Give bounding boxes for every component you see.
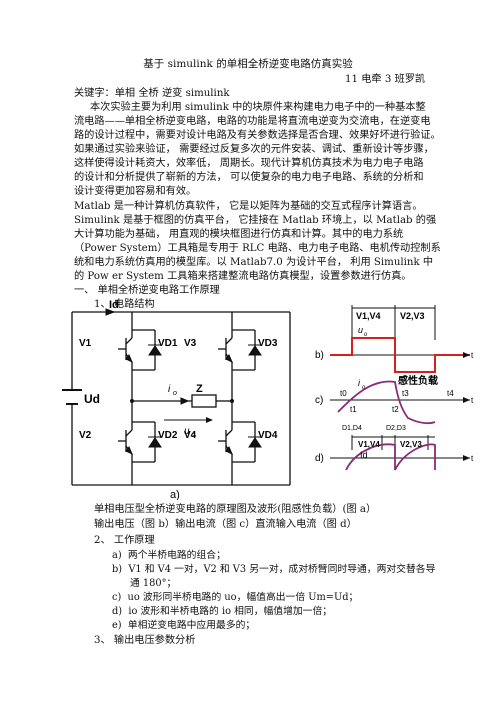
figure-caption-1: 单相电压型全桥逆变电路的原理图及波形(阻感性负载）(图 a） [94, 504, 377, 515]
doc-title: 基于 simulink 的单相全桥逆变电路仿真实验 [143, 58, 353, 70]
author-line: 11 电牵 3 班罗凯 [345, 74, 426, 85]
list-item: c) uo 波形同半桥电路的 uo，幅值高出一倍 Um=Ud； [112, 591, 358, 604]
p2-line: 统和电力系统仿真用的模型库。以 Matlab7.0 为设计平台， 利用 Simu… [74, 257, 434, 268]
waveform-diagram: V1,V4 V2,V3 u o b) t i o 感性负载 c) t t0 t1… [315, 305, 474, 471]
wave-uo-sub: o [364, 332, 368, 338]
wave-label-d: d) [315, 453, 324, 464]
wave-label-b: b) [315, 350, 324, 361]
label-VD3: VD3 [258, 338, 278, 349]
figure-caption-2: 输出电压（图 b）输出电流（图 c）直流输入电流（图 d） [94, 519, 357, 530]
wave-t-c: t [471, 396, 474, 405]
wave-v23: V2,V3 [400, 440, 422, 449]
list-text: 单相逆变电路中应用最多的； [127, 620, 256, 631]
wave-t4: t4 [447, 389, 454, 398]
list-item: d) io 波形和半桥电路的 io 相同，幅值增加一倍； [112, 605, 332, 618]
wave-d23: D2,D3 [386, 425, 406, 432]
wave-head-v23: V2,V3 [400, 311, 425, 321]
p2-line: （Power System）工具箱是专用于 RLC 电路、电力电子电路、电机传动… [74, 243, 441, 254]
p2-line: Matlab 是一种计算机仿真软件， 它是以矩阵为基础的交互式程序计算语言。 [74, 201, 423, 212]
wave-v14: V1,V4 [358, 440, 380, 449]
p1-line: 本次实验主要为利用 simulink 中的块原件来构建电力电子中的一种基本整 [90, 102, 426, 113]
list-text: io 波形和半桥电路的 io 相同，幅值增加一倍； [128, 606, 333, 617]
wave-t2: t2 [392, 405, 399, 414]
label-Z: Z [196, 383, 203, 395]
p2-line: 大计算功能为基础， 用直观的模块框图进行仿真和计算。其中的电力系统 [74, 229, 404, 240]
label-V1: V1 [79, 338, 92, 349]
label-io: i [168, 384, 171, 395]
inverter-circuit-diagram: Id V1 VD1 V3 VD3 V2 VD2 V4 VD4 Ud Z i o … [62, 300, 291, 500]
list-text: uo 波形同半桥电路的 uo，幅值高出一倍 Um=Ud； [127, 592, 359, 603]
list-mark: e) [112, 620, 122, 631]
wave-t1: t1 [350, 405, 357, 414]
p1-line: 设计变得更加容易和有效。 [74, 186, 197, 197]
list-item: e) 单相逆变电路中应用最多的； [112, 619, 255, 632]
list-item: a) 两个半桥电路的组合； [112, 549, 226, 562]
wave-d14: D1,D4 [342, 425, 362, 432]
list-item: 通 180°； [130, 577, 176, 590]
wave-label-c: c) [315, 395, 323, 406]
label-V3: V3 [184, 338, 197, 349]
label-VD2: VD2 [158, 430, 178, 441]
wave-load-label: 感性负载 [398, 374, 438, 387]
wave-io-sub: o [362, 385, 366, 391]
label-V2: V2 [79, 430, 92, 441]
label-uo-sub: o [191, 432, 195, 439]
keywords-line: 关键字：单相 全桥 逆变 simulink [74, 88, 230, 99]
list-text: 两个半桥电路的组合； [127, 550, 226, 561]
label-Id: Id [109, 300, 119, 311]
p1-line: 路的设计过程中，需要对设计电路及有关参数选择是否合理、效果好坏进行验证。 [74, 130, 441, 141]
label-uo: u [184, 426, 190, 437]
p1-line: 流电路——单相全桥逆变电路，电路的功能是将直流电逆变为交流电，在逆变电 [74, 116, 431, 127]
wave-t-b: t [471, 351, 474, 360]
wave-uo: u [358, 325, 363, 335]
subheading-output-analysis: 3、 输出电压参数分析 [94, 635, 196, 646]
list-text: 通 180°； [130, 578, 177, 589]
p2-line: 的 Pow er System 工具箱来搭建整流电路仿真模型，设置参数进行仿真。 [74, 271, 412, 282]
list-item: b) V1 和 V4 一对，V2 和 V3 另一对，成对桥臂同时导通，两对交替各… [112, 563, 435, 576]
p1-line: 如果通过实验来验证， 需要经过反复多次的元件安装、调试、重新设计等步骤， [74, 144, 434, 155]
wave-io: i [358, 378, 361, 388]
subheading-principle: 2、 工作原理 [94, 535, 155, 546]
section-heading-1: 一、 单相全桥逆变电路工作原理 [74, 285, 220, 296]
list-mark: a) [112, 550, 122, 561]
p1-line: 的设计和分析提供了崭新的方法， 可以使复杂的电力电子电路、系统的分析和 [74, 172, 424, 183]
p1-line: 这样使得设计耗资大，效率低， 周期长。现代计算机仿真技术为电力电子电路 [74, 158, 424, 169]
p2-line: Simulink 是基于框图的仿真平台， 它挂接在 Matlab 环境上，以 M… [74, 215, 437, 226]
label-VD4: VD4 [258, 430, 278, 441]
label-V4: V4 [184, 430, 197, 441]
wave-head-v14: V1,V4 [356, 311, 381, 321]
label-io-sub: o [173, 390, 177, 397]
subheading-structure: 1、 电路结构 [94, 299, 155, 310]
list-text: V1 和 V4 一对，V2 和 V3 另一对，成对桥臂同时导通，两对交替各导 [128, 564, 436, 575]
label-Ud: Ud [84, 392, 100, 406]
wave-t3: t3 [402, 389, 409, 398]
label-fig-a: a) [170, 489, 180, 500]
wave-Id: Id [360, 450, 368, 460]
list-mark: c) [112, 592, 122, 603]
wave-t-d: t [471, 454, 474, 463]
label-VD1: VD1 [158, 338, 178, 349]
list-mark: d) [112, 606, 123, 617]
wave-t0: t0 [340, 389, 347, 398]
list-mark: b) [112, 564, 123, 575]
